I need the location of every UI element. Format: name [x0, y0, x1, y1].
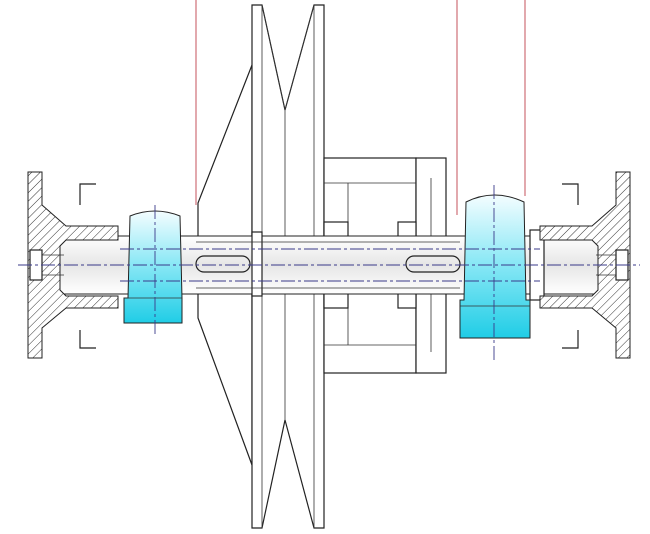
right-housing-bracket-bottom: [562, 330, 579, 349]
left-flange-section: [27, 171, 119, 359]
reference-lines: [195, 0, 526, 215]
pulley-groove-right-upper: [284, 4, 315, 111]
left-housing-bracket-bottom: [79, 330, 96, 349]
right-bearing: [459, 185, 531, 362]
right-bearing-body: [459, 194, 531, 339]
left-bearing-body: [123, 210, 183, 324]
left-bearing: [123, 205, 183, 335]
left-housing-bracket-top: [79, 183, 96, 205]
right-flange-section: [539, 171, 631, 359]
right-housing-bracket-top: [562, 183, 579, 205]
shaft-keyway-right: [405, 255, 461, 273]
shaft-keyway-left: [195, 255, 251, 273]
left-flange-mount: [27, 171, 119, 359]
axis-centerlines: [18, 248, 640, 282]
shaft-collar: [251, 231, 263, 297]
left-bearing-housing: [79, 183, 96, 349]
pulley-groove-left-upper: [261, 4, 286, 111]
